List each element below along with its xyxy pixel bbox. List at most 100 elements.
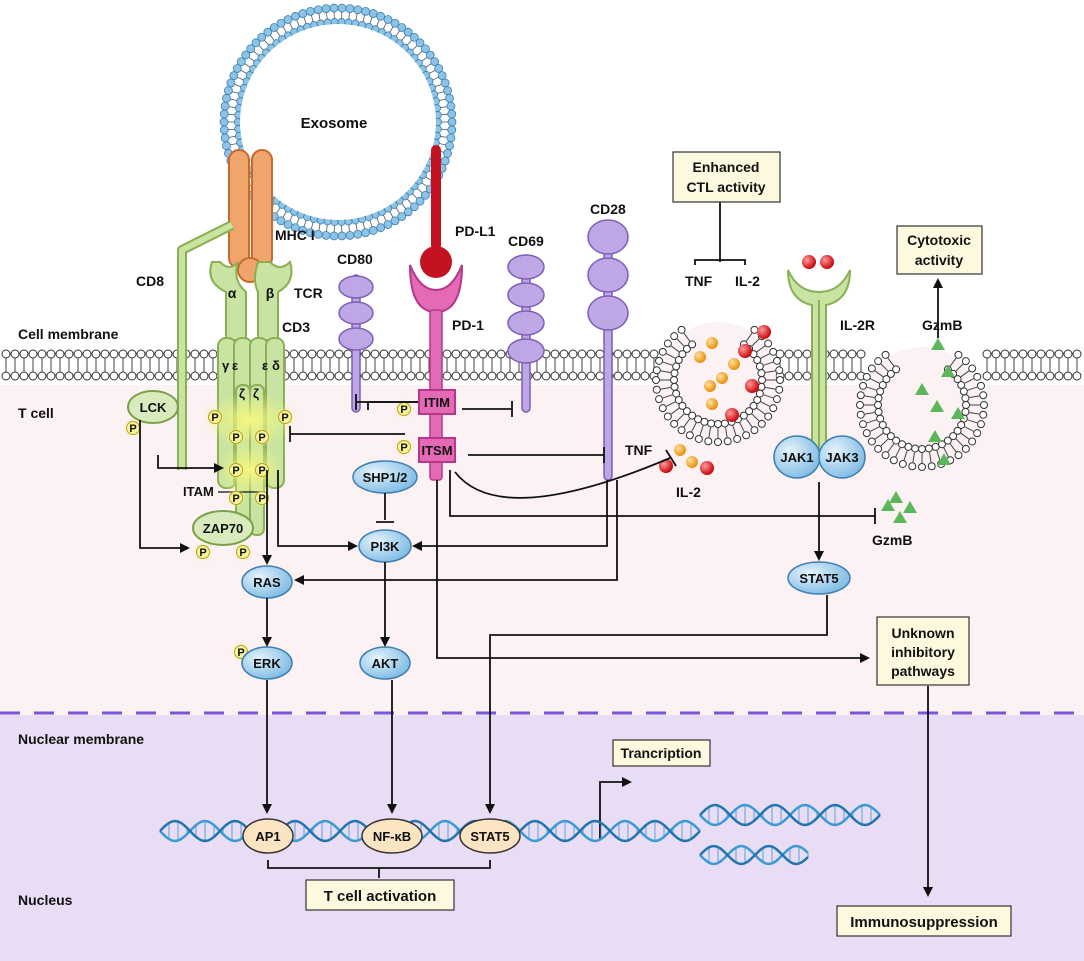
immunosuppression-box: Immunosuppression xyxy=(836,905,1012,937)
gzmb-particle xyxy=(915,383,929,395)
mhc-label: MHC I xyxy=(275,227,315,243)
tcr-label: TCR xyxy=(294,285,323,301)
svg-text:AKT: AKT xyxy=(372,656,399,671)
t-cell-activation-box: T cell activation xyxy=(305,879,455,911)
nuclear-membrane-label: Nuclear membrane xyxy=(18,731,144,747)
gzmb-particle xyxy=(889,491,903,503)
svg-text:P: P xyxy=(400,404,407,416)
dna-strand xyxy=(699,844,809,866)
jak3-node: JAK3 xyxy=(818,435,866,479)
cytokine-particles xyxy=(659,255,965,523)
nfkb-tf: NF-κB xyxy=(361,818,423,854)
cd69-receptor xyxy=(507,254,545,413)
il2-particle xyxy=(757,325,771,339)
stat5-node: STAT5 xyxy=(787,561,851,595)
phospho-marker: P xyxy=(226,488,246,508)
cd3-label: CD3 xyxy=(282,319,310,335)
svg-text:JAK1: JAK1 xyxy=(780,450,813,465)
cd3-delta-label: δ xyxy=(272,358,280,373)
cd28-receptor xyxy=(587,219,629,481)
enhanced-ctl-box: Enhanced CTL activity xyxy=(672,151,781,203)
svg-text:Trancription: Trancription xyxy=(621,745,702,761)
itsm-label: ITSM xyxy=(421,443,452,458)
cd8-label: CD8 xyxy=(136,273,164,289)
phospho-marker: P xyxy=(233,542,253,562)
gzmb-particle xyxy=(937,453,951,465)
phospho-marker: P xyxy=(123,418,143,438)
svg-text:STAT5: STAT5 xyxy=(470,829,509,844)
gzmb-particle xyxy=(893,511,907,523)
svg-text:inhibitory: inhibitory xyxy=(891,644,955,660)
tcr-beta-label: β xyxy=(266,285,275,301)
svg-text:JAK3: JAK3 xyxy=(825,450,858,465)
phospho-marker: P xyxy=(394,399,414,419)
cd3-gamma-label: γ xyxy=(222,358,230,373)
tnf-particle xyxy=(686,456,698,468)
dna-strand xyxy=(699,803,881,827)
svg-text:P: P xyxy=(258,493,265,505)
svg-text:P: P xyxy=(237,647,244,659)
svg-text:ERK: ERK xyxy=(253,656,281,671)
il2-label-cytoplasm: IL-2 xyxy=(676,484,701,500)
svg-text:P: P xyxy=(129,423,136,435)
svg-text:CTL activity: CTL activity xyxy=(686,179,765,195)
cd3-complex xyxy=(202,337,298,536)
cd3-epsilon-label-1: ε xyxy=(232,358,238,373)
phospho-marker: P xyxy=(205,407,225,427)
svg-text:P: P xyxy=(281,412,288,424)
svg-text:Immunosuppression: Immunosuppression xyxy=(850,914,998,931)
signaling-edges xyxy=(139,188,943,897)
itam-label: ITAM xyxy=(183,484,214,499)
gzmb-particle xyxy=(931,338,945,350)
phospho-marker: P xyxy=(252,460,272,480)
gzmb-particle xyxy=(903,501,917,513)
tnf-particle xyxy=(706,398,718,410)
svg-text:P: P xyxy=(239,547,246,559)
dna-strand xyxy=(699,844,809,866)
il2-particle xyxy=(820,255,834,269)
svg-text:ZAP70: ZAP70 xyxy=(203,521,243,536)
phospho-marker: P xyxy=(193,542,213,562)
erk-node: ERK xyxy=(241,646,293,680)
gzmb-particle xyxy=(941,365,955,377)
gzmb-particle xyxy=(881,499,895,511)
il2-label-vesicle: IL-2 xyxy=(735,273,760,289)
pd-1-label: PD-1 xyxy=(452,317,484,333)
tcr-alpha-label: α xyxy=(228,285,237,301)
gzmb-label-top: GzmB xyxy=(922,317,962,333)
il2-particle xyxy=(700,461,714,475)
phospho-marker: P xyxy=(275,407,295,427)
cd3-zeta-label-2: ζ xyxy=(253,386,259,401)
phospho-marker: P xyxy=(252,427,272,447)
shp-node: SHP1/2 xyxy=(352,460,418,494)
exosome: Exosome xyxy=(219,3,457,241)
svg-text:T cell activation: T cell activation xyxy=(324,888,437,905)
tnf-label-cytoplasm: TNF xyxy=(625,442,653,458)
svg-text:AP1: AP1 xyxy=(255,829,280,844)
svg-text:Enhanced: Enhanced xyxy=(693,159,760,175)
cytotoxic-box: Cytotoxic activity xyxy=(896,225,983,275)
svg-text:P: P xyxy=(199,547,206,559)
il2-particle xyxy=(802,255,816,269)
il2-particle xyxy=(659,459,673,473)
gzmb-particle xyxy=(951,407,965,419)
nucleus-label: Nucleus xyxy=(18,892,73,908)
cd80-receptor xyxy=(338,274,374,413)
phospho-marker: P xyxy=(226,427,246,447)
svg-text:pathways: pathways xyxy=(891,663,955,679)
svg-text:P: P xyxy=(232,493,239,505)
cd3-epsilon-label-2: ε xyxy=(262,358,268,373)
svg-text:P: P xyxy=(211,412,218,424)
il-2r-label: IL-2R xyxy=(840,317,875,333)
svg-text:P: P xyxy=(232,465,239,477)
phospho-marker: P xyxy=(394,437,414,457)
pd-l1 xyxy=(420,145,452,278)
itim-label: ITIM xyxy=(424,395,450,410)
svg-text:LCK: LCK xyxy=(140,400,167,415)
svg-text:P: P xyxy=(258,465,265,477)
cd28-label: CD28 xyxy=(590,201,626,217)
svg-text:RAS: RAS xyxy=(253,575,281,590)
tnf-label-vesicle: TNF xyxy=(685,273,713,289)
